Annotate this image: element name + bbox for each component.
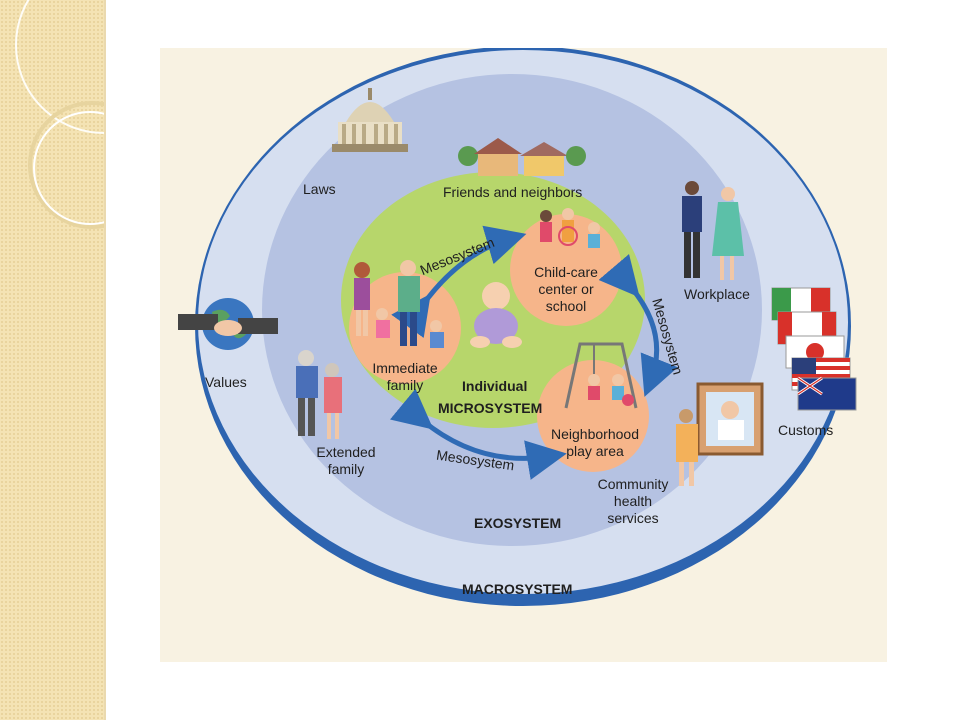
extended-family-line1: Extended — [316, 444, 376, 460]
laws-label: Laws — [303, 181, 336, 197]
child-care-line1: Child-care — [534, 264, 598, 280]
mesosystem-arrow-top — [391, 225, 527, 338]
nurse-portrait-icon — [676, 382, 764, 486]
exosystem-label: EXOSYSTEM — [474, 515, 562, 531]
capitol-building-icon — [332, 88, 408, 152]
immediate-family-label: Immediate family — [363, 360, 447, 394]
values-label: Values — [205, 374, 247, 390]
child-care-line2: center or — [538, 281, 594, 297]
immediate-family-line1: Immediate — [372, 360, 438, 376]
play-area-label: Neighborhood play area — [543, 426, 647, 460]
ecological-systems-diagram — [178, 48, 857, 606]
play-area-line2: play area — [566, 443, 624, 459]
business-couple-icon — [682, 181, 744, 280]
decorative-circles — [15, 0, 104, 229]
handshake-globe-icon — [178, 298, 278, 350]
family-icon — [354, 260, 444, 348]
community-health-label: Community health services — [588, 476, 678, 527]
children-icon — [540, 208, 600, 248]
elderly-couple-icon — [296, 350, 342, 439]
decorative-side-panel — [0, 0, 106, 720]
diagram-panel: MACROSYSTEM EXOSYSTEM MICROSYSTEM Indivi… — [160, 48, 887, 662]
friends-neighbors-label: Friends and neighbors — [443, 184, 583, 200]
immediate-family-line2: family — [386, 377, 424, 393]
houses-icon — [458, 138, 586, 176]
playground-icon — [564, 342, 638, 409]
baby-icon — [470, 282, 522, 348]
extended-family-line2: family — [327, 461, 365, 477]
community-health-line2: health — [613, 493, 653, 509]
mesosystem-arrow-bottom — [389, 388, 567, 480]
flags-icon — [771, 287, 857, 411]
child-care-line3: school — [545, 298, 587, 314]
community-health-line3: services — [607, 510, 659, 526]
mesosystem-arrow-right — [598, 253, 678, 397]
macrosystem-label: MACROSYSTEM — [462, 581, 573, 597]
community-health-line1: Community — [597, 476, 669, 492]
extended-family-label: Extended family — [306, 444, 386, 478]
microsystem-label: MICROSYSTEM — [438, 400, 543, 416]
child-care-label: Child-care center or school — [521, 264, 611, 315]
individual-label: Individual — [462, 378, 528, 394]
play-area-line1: Neighborhood — [551, 426, 639, 442]
workplace-label: Workplace — [684, 286, 750, 302]
customs-label: Customs — [778, 422, 834, 438]
